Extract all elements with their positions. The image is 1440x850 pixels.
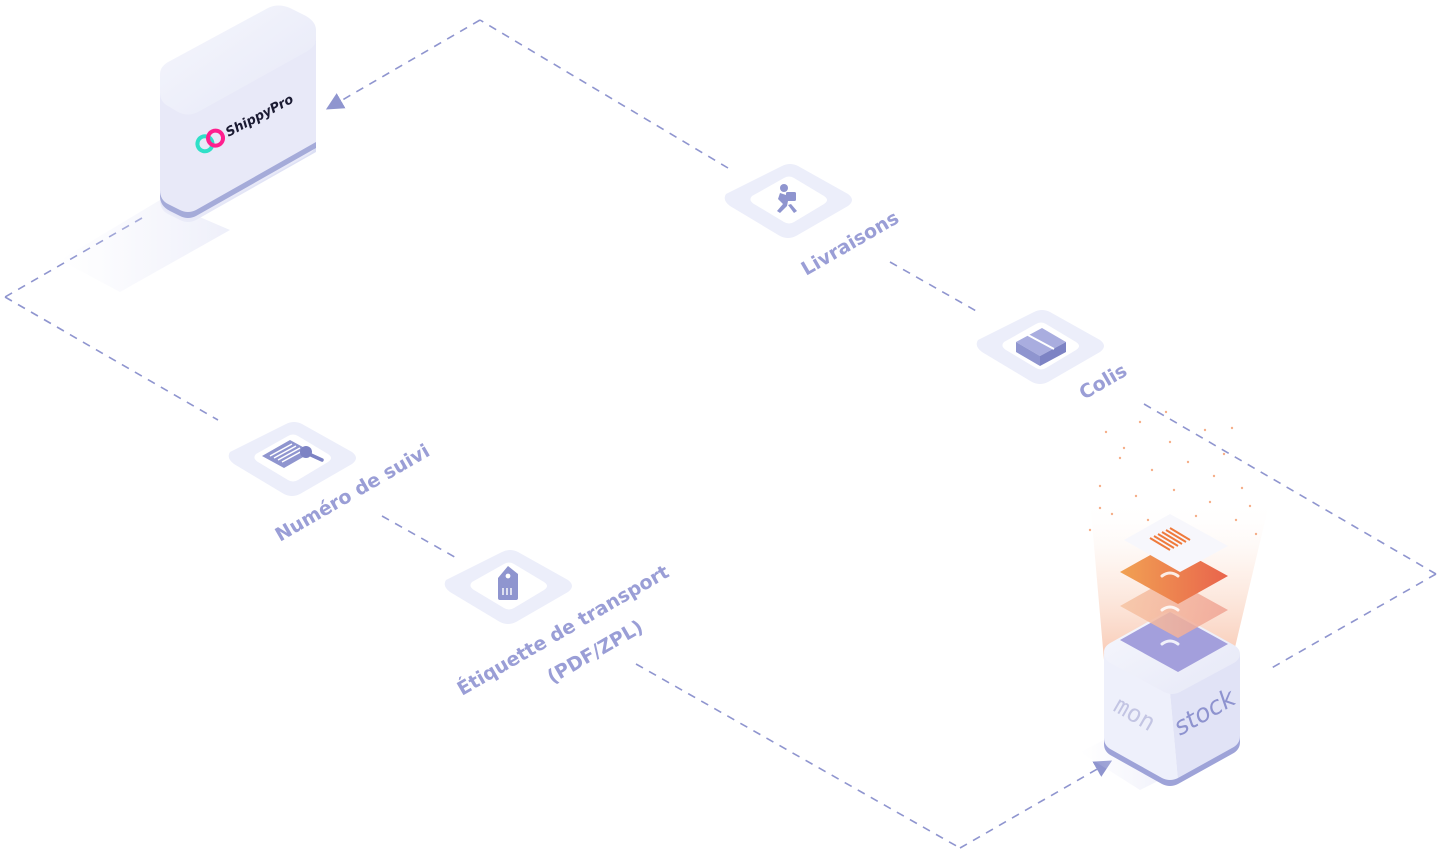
sparkle-dot <box>1118 456 1122 460</box>
sparkle-dot <box>1122 446 1126 450</box>
sparkle-dot <box>1234 518 1238 522</box>
connector-livraisons-colis <box>889 261 979 313</box>
shippypro-logo-ring-pink <box>206 128 226 148</box>
sparkle-dot <box>1172 488 1176 492</box>
node-colis: Colis <box>976 310 1131 405</box>
connectors <box>4 19 1437 849</box>
sparkle-dot <box>1186 460 1190 464</box>
monstock-puzzle-marks <box>1160 571 1180 646</box>
shippypro-top-face <box>160 5 316 115</box>
connector-numero-etiquette <box>381 515 461 561</box>
sparkle-dot <box>1110 512 1114 516</box>
package-box-icon <box>1016 328 1066 366</box>
sparkle-dot <box>1222 452 1226 456</box>
sparkle-dot <box>1254 532 1258 536</box>
shippypro-logo-ring-teal <box>195 134 215 154</box>
sparkle-dot <box>1203 428 1207 432</box>
monstock-layer-top-label <box>1124 514 1228 572</box>
connector-arrow-into-shippypro <box>325 19 481 110</box>
monstock-node: mon stock <box>1080 410 1270 790</box>
shippypro-node: ShippyPro <box>60 5 316 292</box>
shipping-tag-icon <box>498 566 518 600</box>
sparkle-dot <box>1138 420 1142 424</box>
sparkle-dot <box>1208 500 1212 504</box>
connector-arrow-into-monstock <box>959 760 1113 849</box>
barcode-scan-icon <box>262 440 324 468</box>
shippypro-front-face <box>160 42 316 220</box>
sparkle-dot <box>1248 504 1252 508</box>
sparkle-dot <box>1164 410 1168 414</box>
sparkle-dot <box>1212 474 1216 478</box>
monstock-sparkles <box>1088 410 1258 536</box>
sparkle-dot <box>1194 514 1198 518</box>
sparkle-dot <box>1098 506 1102 510</box>
delivery-person-icon <box>777 184 797 213</box>
sparkle-dot <box>1240 486 1244 490</box>
connector-etiquette-bottom <box>635 663 961 849</box>
sparkle-dot <box>1230 426 1234 430</box>
colis-label: Colis <box>1076 360 1131 405</box>
node-livraisons: Livraisons <box>724 164 903 280</box>
monstock-rim <box>1104 736 1240 786</box>
sparkle-dot <box>1150 468 1154 472</box>
monstock-barcode-icon <box>1149 527 1191 551</box>
node-etiquette-de-transport: Étiquette de transport (PDF/ZPL) <box>444 550 673 700</box>
connector-colis-corner <box>1143 403 1437 575</box>
sparkle-dot <box>1104 430 1108 434</box>
node-numero-de-suivi: Numéro de suivi <box>228 422 434 546</box>
sparkle-dot <box>1146 518 1150 522</box>
connector-corner-monstock <box>1267 573 1437 671</box>
sparkle-dot <box>1168 440 1172 444</box>
shippypro-rim <box>160 142 316 218</box>
connector-livraisons-to-shippypro <box>479 19 729 169</box>
sparkle-dot <box>1134 494 1138 498</box>
sparkle-dot <box>1098 484 1102 488</box>
shippypro-floor-shadow <box>60 200 230 292</box>
sparkle-dot <box>1088 528 1092 532</box>
connector-left-to-numero <box>4 296 219 421</box>
